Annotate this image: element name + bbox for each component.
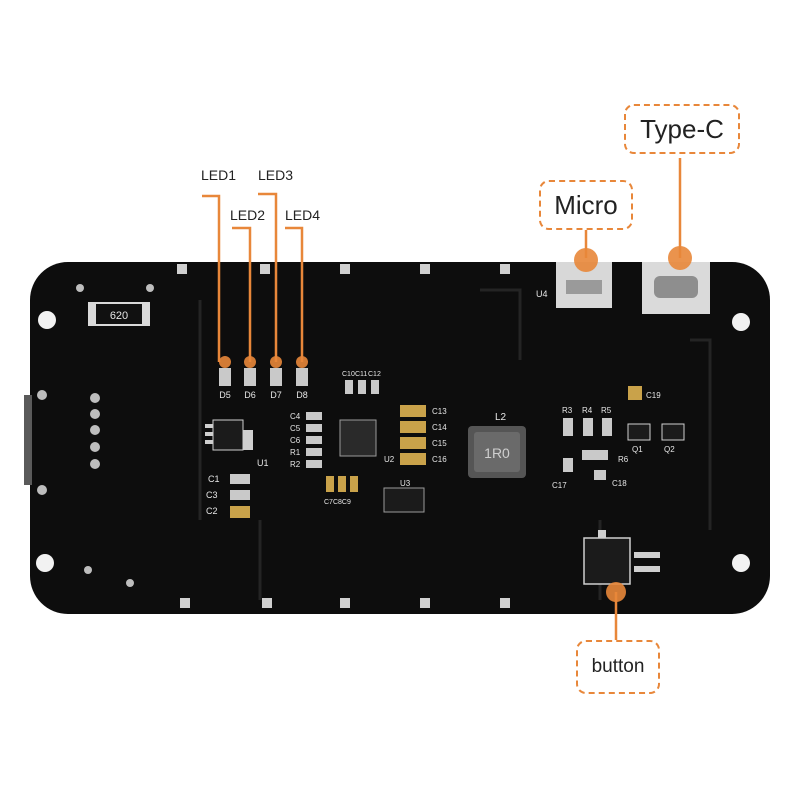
c5-label: C5 (290, 424, 301, 433)
u1-regulator: U1 (205, 419, 269, 468)
c11-label: C11 (355, 371, 367, 378)
led2-label: LED2 (230, 207, 266, 223)
inductor-code: 1R0 (484, 445, 510, 461)
caps-c13-c16: C13 C14 C15 C16 (400, 405, 447, 465)
c7c8c9-label: C7C8C9 (324, 499, 351, 506)
passives-r3-r5: R3 R4 R5 R6 C17 C18 (552, 406, 629, 490)
caps-c7-c9: C7C8C9 (324, 476, 358, 506)
c2-label: C2 (206, 506, 218, 516)
type-c-port (642, 262, 710, 314)
led3-label: LED3 (258, 167, 294, 183)
r4-label: R4 (582, 406, 593, 415)
led4-label: LED4 (285, 207, 321, 223)
r1-label: R1 (290, 448, 301, 457)
callout-dots (219, 246, 692, 602)
button-callout: button (576, 640, 660, 694)
u3-chip: U3 (383, 479, 425, 513)
micro-usb-port: U4 (536, 262, 612, 308)
micro-callout: Micro (539, 180, 633, 230)
u4-label: U4 (536, 289, 548, 299)
c4-label: C4 (290, 412, 301, 421)
c18-label: C18 (612, 479, 627, 488)
u1-label: U1 (257, 458, 269, 468)
d5-label: D5 (219, 390, 231, 400)
mounting-hole (732, 554, 750, 572)
c13-label: C13 (432, 407, 447, 416)
c1-label: C1 (208, 474, 220, 484)
mounting-hole (732, 313, 750, 331)
q2-label: Q2 (664, 445, 675, 454)
resistor-code: 620 (110, 310, 128, 322)
c19-label: C19 (646, 391, 661, 400)
caps-c10-c12: C10 C11 C12 (342, 371, 381, 394)
passives-column: C4 C5 C6 R1 R2 (290, 412, 322, 469)
c12-label: C12 (368, 371, 381, 378)
d7-label: D7 (270, 390, 282, 400)
r3-label: R3 (562, 406, 573, 415)
callout-leaders (202, 158, 682, 640)
button-callout-text: button (591, 656, 645, 677)
r6-label: R6 (618, 455, 629, 464)
inductor-ref: L2 (495, 412, 507, 423)
mounting-hole (38, 311, 56, 329)
d6-label: D6 (244, 390, 256, 400)
type-c-callout: Type-C (624, 104, 740, 154)
c17-label: C17 (552, 481, 567, 490)
c16-label: C16 (432, 455, 447, 464)
u2-label: U2 (384, 455, 395, 464)
r5-label: R5 (601, 406, 612, 415)
inductor-l2: 1R0 L2 (468, 412, 526, 478)
d8-label: D8 (296, 390, 308, 400)
push-button (583, 530, 660, 585)
c10-label: C10 (342, 371, 355, 378)
mounting-hole (36, 554, 54, 572)
u3-label: U3 (400, 479, 411, 488)
c15-label: C15 (432, 439, 447, 448)
u2-chip: U2 (339, 419, 395, 464)
r2-label: R2 (290, 460, 301, 469)
micro-callout-text: Micro (554, 189, 618, 220)
led1-label: LED1 (201, 167, 237, 183)
resistor-620: 620 (88, 302, 150, 326)
led-row (219, 368, 308, 386)
caps-c1-c3: C1 C3 C2 (206, 474, 250, 518)
c6-label: C6 (290, 436, 301, 445)
type-c-callout-text: Type-C (640, 113, 724, 144)
transistors-q1-q2: C19 Q1 Q2 (627, 386, 685, 454)
c14-label: C14 (432, 423, 447, 432)
c3-label: C3 (206, 490, 218, 500)
q1-label: Q1 (632, 445, 643, 454)
